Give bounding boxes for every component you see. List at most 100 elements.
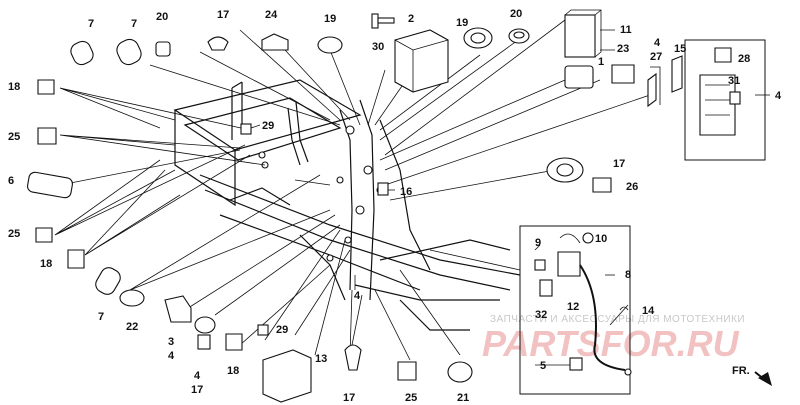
label-27: 27 bbox=[650, 51, 662, 63]
washer-10-icon bbox=[582, 232, 594, 244]
clip-17d-icon bbox=[344, 344, 362, 371]
label-25b: 25 bbox=[8, 228, 20, 240]
fuse-box-icon bbox=[699, 74, 736, 136]
label-26: 26 bbox=[626, 181, 638, 193]
label-7b: 7 bbox=[131, 18, 137, 30]
label-24: 24 bbox=[265, 9, 278, 21]
label-3: 3 bbox=[168, 336, 174, 348]
clip-17a-icon bbox=[207, 36, 229, 51]
plate-15-icon bbox=[671, 55, 683, 93]
label-22: 22 bbox=[126, 321, 138, 333]
label-17a: 17 bbox=[217, 9, 229, 21]
sleeve-6-icon bbox=[26, 171, 74, 199]
clip-25c-icon bbox=[397, 361, 417, 381]
label-1: 1 bbox=[598, 56, 604, 68]
clip-18c-icon bbox=[225, 333, 243, 351]
label-30: 30 bbox=[372, 41, 384, 53]
label-7c: 7 bbox=[98, 311, 104, 323]
label-4a: 4 bbox=[654, 37, 661, 49]
label-29a: 29 bbox=[262, 120, 274, 132]
callout-labels: 7 7 20 17 24 19 2 30 19 20 11 23 1 4 27 … bbox=[8, 8, 782, 404]
label-4e: 4 bbox=[354, 290, 361, 302]
label-19b: 19 bbox=[456, 17, 468, 29]
label-32: 32 bbox=[535, 309, 547, 321]
clamp-24-icon bbox=[261, 33, 289, 51]
relay-11-icon bbox=[564, 9, 602, 58]
bolt-29b-icon bbox=[257, 324, 269, 336]
nut-9-icon bbox=[534, 259, 546, 271]
clip-17b-icon bbox=[546, 157, 584, 183]
label-23: 23 bbox=[617, 43, 629, 55]
label-18a: 18 bbox=[8, 81, 20, 93]
fuse-32-icon bbox=[539, 279, 553, 297]
clip-25b-icon bbox=[35, 227, 53, 243]
clamp-22-icon bbox=[119, 289, 145, 307]
bolt-30-icon bbox=[371, 13, 395, 29]
watermark-top-text: ЗАПЧАСТИ И АКСЕССУАРЫ ДЛЯ МОТОТЕХНИКИ bbox=[490, 314, 745, 325]
label-9: 9 bbox=[535, 237, 541, 249]
label-25c: 25 bbox=[405, 392, 417, 404]
label-15: 15 bbox=[674, 43, 686, 55]
label-28: 28 bbox=[738, 53, 750, 65]
label-19a: 19 bbox=[324, 13, 336, 25]
leader-lines bbox=[54, 19, 765, 366]
label-20a: 20 bbox=[156, 11, 168, 23]
bolt-16-icon bbox=[377, 182, 389, 196]
tube-7b-icon bbox=[116, 38, 142, 66]
harness-group-frame bbox=[519, 225, 631, 395]
ecu-13-icon bbox=[262, 349, 312, 403]
fuse-31-icon bbox=[729, 91, 741, 105]
clip-19a-icon bbox=[317, 36, 343, 54]
label-31: 31 bbox=[728, 75, 740, 87]
label-13: 13 bbox=[315, 353, 327, 365]
clip-28-icon bbox=[714, 47, 732, 63]
battery-cable-icon bbox=[579, 264, 632, 376]
label-7a: 7 bbox=[88, 18, 94, 30]
clip-17c-icon bbox=[194, 316, 216, 350]
front-arrow-icon bbox=[754, 371, 772, 386]
clip-19b-icon bbox=[463, 27, 493, 49]
relay-box-group-frame bbox=[684, 39, 766, 161]
cdi-unit-2-icon bbox=[394, 29, 449, 93]
starter-relay-12-icon bbox=[557, 233, 581, 277]
label-14: 14 bbox=[642, 305, 655, 317]
clip-18a-icon bbox=[37, 79, 55, 95]
clip-18b-icon bbox=[67, 249, 85, 269]
label-17c: 17 bbox=[191, 384, 203, 396]
label-17b: 17 bbox=[613, 158, 625, 170]
label-21: 21 bbox=[457, 392, 469, 404]
clip-26-icon bbox=[592, 177, 612, 193]
label-2: 2 bbox=[408, 13, 414, 25]
label-18b: 18 bbox=[40, 258, 52, 270]
clamp-20a-icon bbox=[155, 41, 171, 57]
label-6: 6 bbox=[8, 175, 14, 187]
label-10: 10 bbox=[595, 233, 607, 245]
frame-body bbox=[173, 79, 521, 331]
clip-25a-icon bbox=[37, 127, 57, 145]
relay-3-icon bbox=[164, 295, 192, 323]
bracket-27-icon bbox=[647, 72, 657, 108]
label-18c: 18 bbox=[227, 365, 239, 377]
relay-1-icon bbox=[564, 65, 594, 89]
label-8: 8 bbox=[625, 269, 631, 281]
tube-7c-icon bbox=[95, 267, 121, 295]
holder-23-icon bbox=[611, 64, 635, 84]
clip-21-icon bbox=[447, 361, 473, 383]
watermark-brand-text: PARTSFOR.RU bbox=[482, 323, 740, 364]
terminal-5-icon bbox=[569, 357, 583, 371]
label-11: 11 bbox=[620, 24, 632, 36]
bolt-29a-icon bbox=[240, 123, 252, 135]
label-5: 5 bbox=[540, 360, 546, 372]
label-17d: 17 bbox=[343, 392, 355, 404]
label-29b: 29 bbox=[276, 324, 288, 336]
label-4b: 4 bbox=[775, 90, 782, 102]
label-4c: 4 bbox=[168, 350, 175, 362]
label-12: 12 bbox=[567, 301, 579, 313]
label-16: 16 bbox=[400, 186, 412, 198]
front-direction-label: FR. bbox=[732, 365, 750, 377]
label-4d: 4 bbox=[194, 370, 201, 382]
label-20b: 20 bbox=[510, 8, 522, 20]
cable-tie-14-icon bbox=[619, 306, 629, 311]
tube-7a-icon bbox=[70, 40, 94, 66]
